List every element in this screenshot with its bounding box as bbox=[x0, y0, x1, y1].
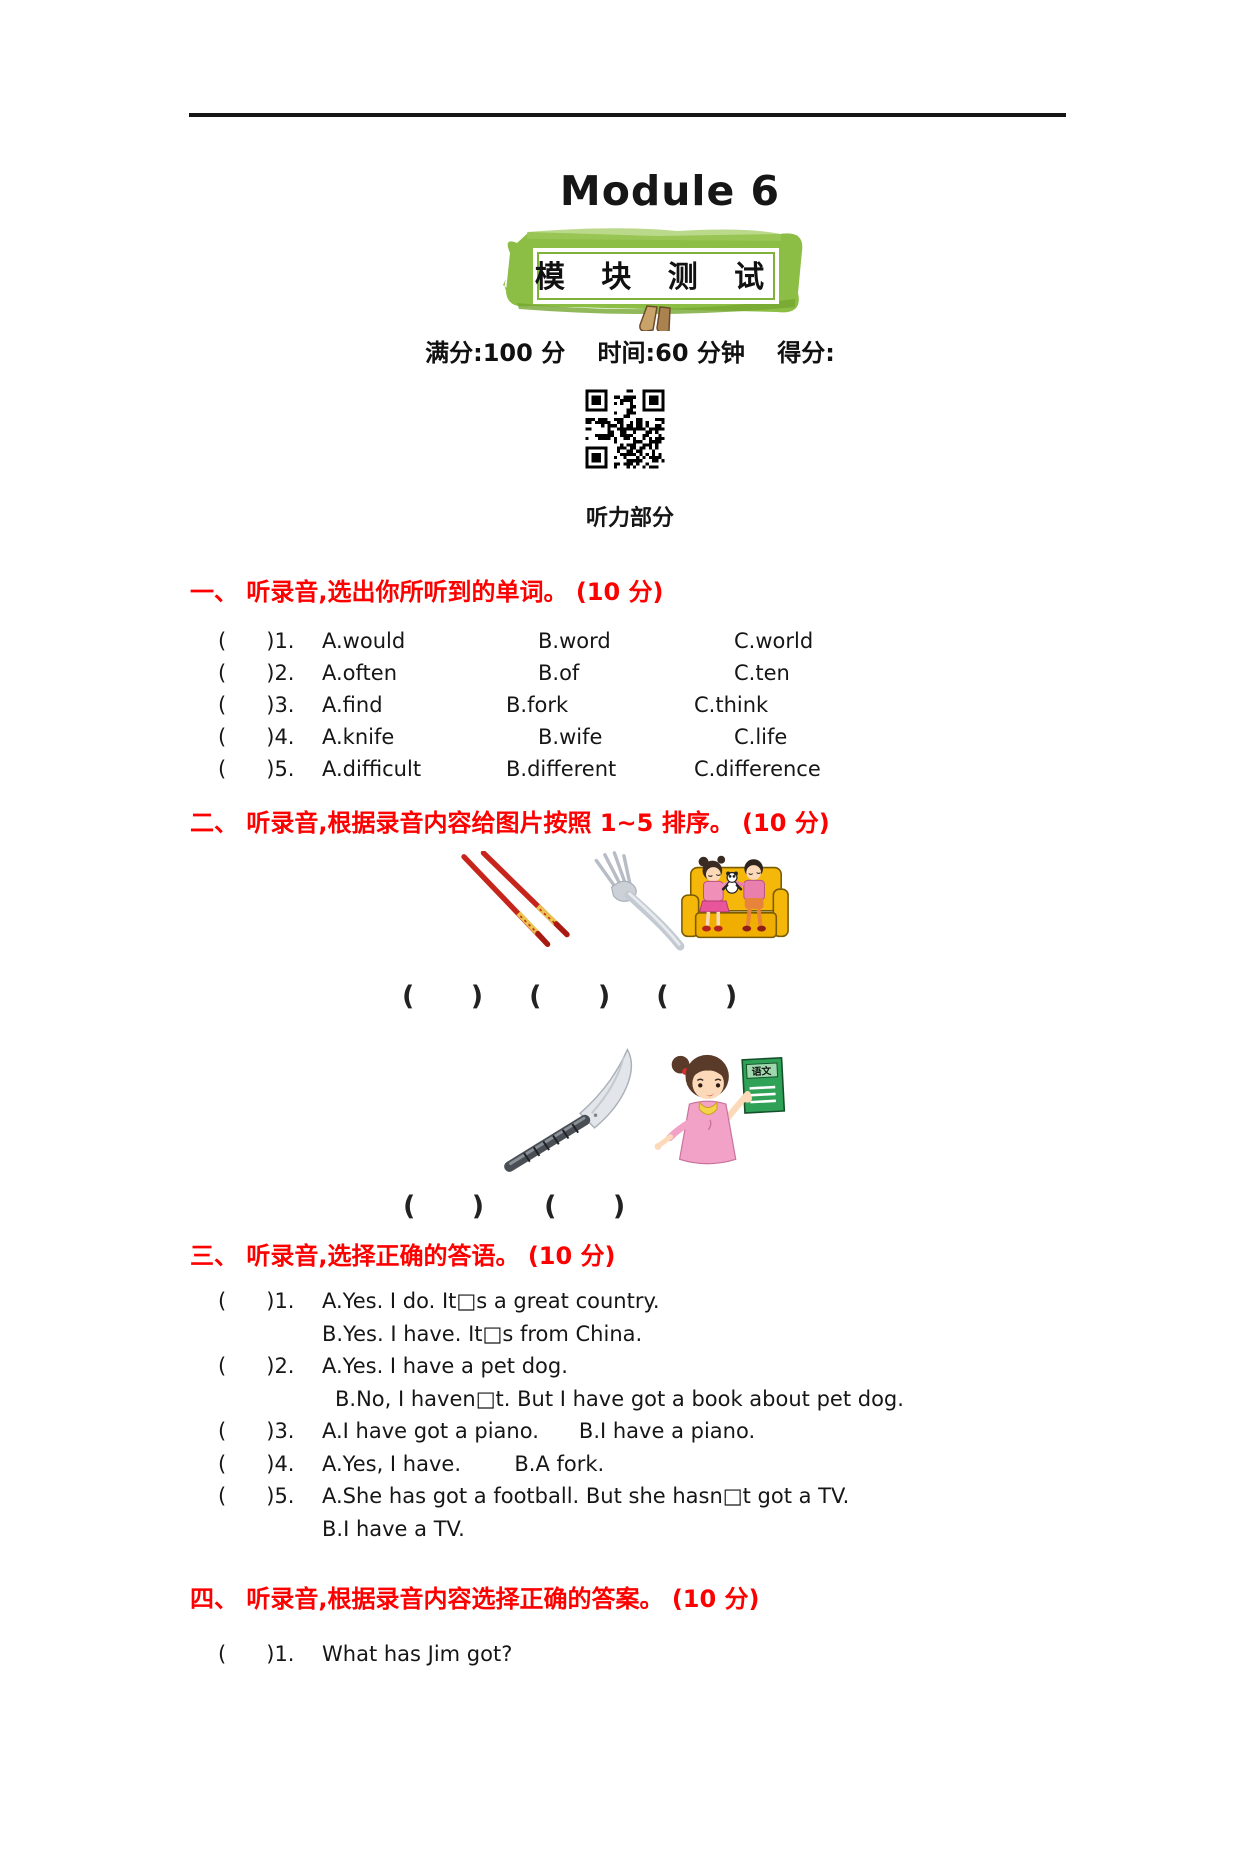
option-text: A.Yes. I do. It□s a great country. bbox=[322, 1289, 660, 1313]
choice-row: ( )5. A.difficult B.different C.difference bbox=[0, 753, 1240, 785]
section2-answer-slots-row1: ( ) ( ) ( ) bbox=[0, 982, 1240, 1012]
option-c: C.life bbox=[734, 725, 788, 749]
option-b: B.word bbox=[538, 629, 611, 653]
badge-label: 模 块 测 试 bbox=[535, 260, 777, 295]
page-title: Module 6 bbox=[559, 167, 781, 215]
option-text: B.Yes. I have. It□s from China. bbox=[322, 1321, 643, 1346]
green-brush-badge-image: 模 块 测 试 bbox=[503, 228, 803, 331]
choice-row: ( )4. A.Yes, I have. B.A fork. bbox=[0, 1448, 1240, 1481]
qr-code bbox=[5, 383, 1240, 479]
answer-bracket: ( )2. bbox=[218, 1354, 295, 1378]
fork-image bbox=[594, 851, 685, 951]
book-title-label: 语文 bbox=[751, 1064, 771, 1078]
section1-heading: 一、 听录音,选出你所听到的单词。 (10 分) bbox=[190, 578, 664, 606]
section4-item: ( )1. What has Jim got? bbox=[0, 1638, 1240, 1670]
option-text: A.She has got a football. But she hasn□t… bbox=[322, 1484, 850, 1508]
option-b: B.fork bbox=[506, 693, 569, 717]
option-text: A.Yes, I have. B.A fork. bbox=[322, 1451, 605, 1476]
option-b: B.different bbox=[506, 757, 617, 781]
option-text: B.No, I haven□t. But I have got a book a… bbox=[335, 1386, 904, 1411]
section3-heading: 三、 听录音,选择正确的答语。 (10 分) bbox=[190, 1242, 616, 1270]
children-on-sofa-image bbox=[681, 855, 789, 939]
choice-row: ( )3. A.find B.fork C.think bbox=[0, 689, 1240, 721]
option-b: B.of bbox=[538, 661, 580, 685]
section2-heading: 二、 听录音,根据录音内容给图片按照 1~5 排序。 (10 分) bbox=[190, 809, 830, 837]
answer-bracket: ( )1. bbox=[218, 629, 295, 653]
listening-section-header: 听力部分 bbox=[585, 506, 674, 531]
choice-row: ( )1. A.Yes. I do. It□s a great country. bbox=[0, 1285, 1240, 1318]
question-text: What has Jim got? bbox=[322, 1642, 513, 1666]
top-divider-rule bbox=[189, 113, 1066, 117]
choice-row: ( )2. A.Yes. I have a pet dog. bbox=[0, 1350, 1240, 1383]
answer-bracket: ( )3. bbox=[218, 693, 295, 717]
answer-bracket: ( )1. bbox=[218, 1642, 295, 1666]
option-c: C.ten bbox=[734, 661, 790, 685]
option-a: A.difficult bbox=[322, 757, 422, 781]
knife-image bbox=[504, 1047, 632, 1172]
answer-bracket: ( )5. bbox=[218, 757, 295, 781]
answer-bracket: ( )1. bbox=[218, 1289, 295, 1313]
option-c: C.think bbox=[694, 693, 769, 717]
section2-pictures-row1 bbox=[0, 851, 1240, 953]
choice-row: ( )1. A.would B.word C.world bbox=[0, 625, 1240, 657]
option-a: A.would bbox=[322, 629, 406, 653]
option-a: A.knife bbox=[322, 725, 395, 749]
section2-answer-slots-row2: ( ) ( ) bbox=[0, 1192, 1240, 1222]
option-c: C.world bbox=[734, 629, 814, 653]
answer-slot: ( ) bbox=[656, 981, 738, 1012]
option-b: B.wife bbox=[538, 725, 603, 749]
answer-bracket: ( )5. bbox=[218, 1484, 295, 1508]
module-test-badge: 模 块 测 试 bbox=[497, 219, 810, 331]
answer-bracket: ( )4. bbox=[218, 725, 295, 749]
option-a: A.often bbox=[322, 661, 398, 685]
qr-code-image bbox=[579, 383, 671, 475]
option-text: A.Yes. I have a pet dog. bbox=[322, 1354, 568, 1378]
section4-heading: 四、 听录音,根据录音内容选择正确的答案。 (10 分) bbox=[190, 1585, 760, 1613]
choice-row: ( )5. A.She has got a football. But she h… bbox=[0, 1480, 1240, 1513]
answer-bracket: ( )2. bbox=[218, 661, 295, 685]
option-a: A.find bbox=[322, 693, 383, 717]
choice-row: ( )3. A.I have got a piano. B.I have a pi… bbox=[0, 1415, 1240, 1448]
choice-row: ( )2. A.often B.of C.ten bbox=[0, 657, 1240, 689]
girl-with-book-image: 语文 bbox=[654, 1054, 786, 1165]
answer-bracket: ( )3. bbox=[218, 1419, 295, 1443]
answer-slot: ( ) bbox=[402, 981, 484, 1012]
option-text: A.I have got a piano. B.I have a piano. bbox=[322, 1419, 756, 1443]
chopsticks-image bbox=[461, 851, 570, 947]
option-text: B.I have a TV. bbox=[322, 1516, 465, 1541]
section3-items: ( )1.A.Yes. I do. It□s a great country. … bbox=[0, 1285, 1240, 1545]
option-c: C.difference bbox=[694, 757, 821, 781]
answer-slot: ( ) bbox=[529, 981, 611, 1012]
answer-slot: ( ) bbox=[403, 1191, 485, 1222]
section2-pictures-row2: 语文 bbox=[0, 1043, 1240, 1179]
choice-row: ( )4. A.knife B.wife C.life bbox=[0, 721, 1240, 753]
answer-slot: ( ) bbox=[544, 1191, 626, 1222]
score-time-line: 满分:100 分 时间:60 分钟 得分: bbox=[425, 339, 835, 367]
answer-bracket: ( )4. bbox=[218, 1451, 295, 1476]
